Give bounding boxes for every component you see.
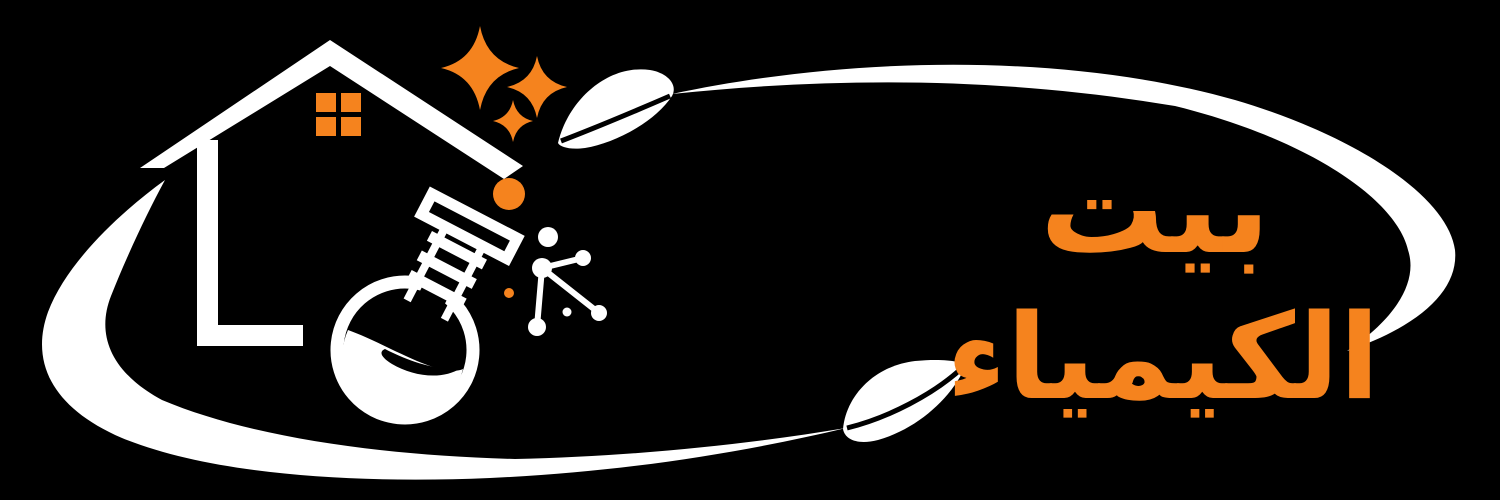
flask-liquid-wave-shadow (381, 349, 461, 376)
molecule-icon (528, 227, 607, 336)
molecule-bond (539, 265, 602, 316)
flask-rim (414, 186, 525, 267)
sparkle-icon (507, 56, 567, 118)
molecule-node (528, 318, 546, 336)
flask-neck-rib (426, 231, 487, 270)
molecule-node (575, 250, 591, 266)
flask-neck-rib (416, 250, 477, 289)
bottom-leaf-icon (843, 359, 966, 442)
brand-line-2: الكيمياء (946, 288, 1379, 426)
bottom-wall (197, 325, 303, 346)
bubble-dot-icon (504, 288, 514, 298)
bottom-leaf-vein (846, 366, 964, 431)
window-pane (341, 93, 361, 112)
flask-icon (330, 186, 525, 425)
sparkle-icon (441, 26, 519, 110)
top-leaf-icon (558, 69, 674, 149)
window-icon (316, 93, 361, 136)
top-leaf-vein (560, 93, 671, 144)
window-pane (341, 117, 361, 136)
molecule-node (562, 307, 572, 317)
molecule-node (591, 305, 607, 321)
bubble-dot-icon (493, 178, 525, 210)
sparkle-icon (493, 100, 533, 142)
molecule-node (538, 227, 558, 247)
house-icon (140, 40, 523, 346)
molecule-node (532, 258, 552, 278)
brand-line-1: بيت (1040, 137, 1270, 282)
flask-neck-rib (406, 270, 467, 309)
sparkles (441, 26, 567, 142)
window-pane (316, 93, 336, 112)
flask-liquid (342, 330, 463, 417)
window-pane (316, 117, 336, 136)
roof (140, 40, 523, 179)
left-wall (197, 140, 218, 346)
